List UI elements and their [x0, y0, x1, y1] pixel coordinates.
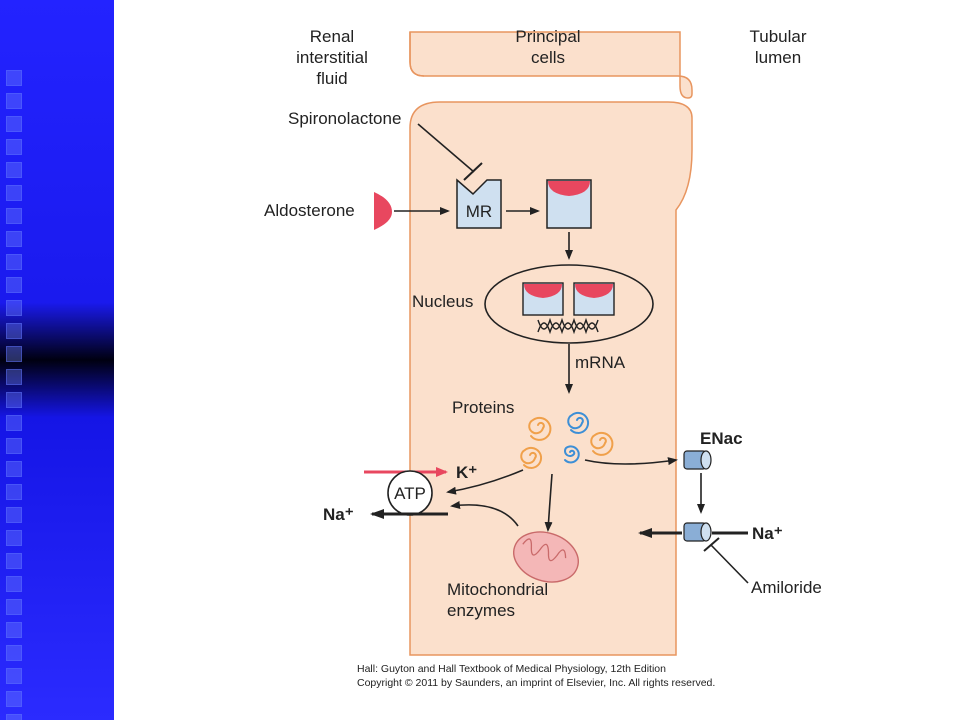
- side-band-square: [6, 714, 22, 720]
- label-interstitial: interstitial: [296, 48, 368, 67]
- slide-side-band: [0, 0, 114, 720]
- side-band-square: [6, 392, 22, 408]
- side-band-square: [6, 208, 22, 224]
- side-band-square: [6, 231, 22, 247]
- label-renal: Renal: [310, 27, 354, 46]
- side-band-square: [6, 70, 22, 86]
- enac-channel-membrane: [683, 522, 712, 542]
- side-band-square: [6, 93, 22, 109]
- label-proteins: Proteins: [452, 398, 514, 417]
- label-enzymes: enzymes: [447, 601, 515, 620]
- label-k-plus: K⁺: [456, 463, 477, 482]
- side-band-square: [6, 622, 22, 638]
- side-band-square: [6, 369, 22, 385]
- label-principal: Principal: [515, 27, 580, 46]
- nucleus: [484, 264, 654, 344]
- label-aldosterone: Aldosterone: [264, 201, 355, 220]
- side-band-square: [6, 346, 22, 362]
- side-band-square: [6, 277, 22, 293]
- side-band-square: [6, 461, 22, 477]
- label-amiloride: Amiloride: [751, 578, 822, 597]
- label-cells: cells: [531, 48, 565, 67]
- side-band-square: [6, 185, 22, 201]
- side-band-square: [6, 116, 22, 132]
- side-band-square: [6, 254, 22, 270]
- figure-credit: Hall: Guyton and Hall Textbook of Medica…: [357, 662, 715, 690]
- aldosterone-molecule: [374, 192, 392, 230]
- label-tubular: Tubular: [749, 27, 806, 46]
- side-band-square: [6, 438, 22, 454]
- side-band-square: [6, 323, 22, 339]
- label-mr: MR: [466, 202, 492, 221]
- label-enac: ENac: [700, 429, 743, 448]
- side-band-square: [6, 668, 22, 684]
- enac-channel-upper: [683, 450, 712, 470]
- label-spironolactone: Spironolactone: [288, 109, 401, 128]
- label-nucleus: Nucleus: [412, 292, 473, 311]
- credit-line-2: Copyright © 2011 by Saunders, an imprint…: [357, 677, 716, 689]
- side-band-square: [6, 553, 22, 569]
- dna-strand: [537, 317, 599, 330]
- principal-cell: [409, 101, 693, 656]
- side-band-square: [6, 576, 22, 592]
- label-lumen: lumen: [755, 48, 801, 67]
- label-mitochondrial: Mitochondrial: [447, 580, 548, 599]
- credit-line-1: Hall: Guyton and Hall Textbook of Medica…: [357, 663, 666, 675]
- label-na-plus-right: Na⁺: [752, 524, 783, 543]
- label-fluid: fluid: [316, 69, 347, 88]
- side-band-square: [6, 484, 22, 500]
- side-band-square: [6, 415, 22, 431]
- side-band-square: [6, 162, 22, 178]
- protein-swirls: [520, 411, 614, 469]
- mr-receptor: [456, 178, 502, 229]
- side-band-square: [6, 530, 22, 546]
- mitochondrion: [513, 531, 579, 583]
- side-band-square: [6, 645, 22, 661]
- side-band-square: [6, 691, 22, 707]
- side-band-square: [6, 507, 22, 523]
- side-band-square: [6, 300, 22, 316]
- side-band-square: [6, 599, 22, 615]
- label-na-plus-left: Na⁺: [323, 505, 354, 524]
- label-mrna: mRNA: [575, 353, 626, 372]
- label-atp: ATP: [394, 484, 426, 503]
- side-band-square: [6, 139, 22, 155]
